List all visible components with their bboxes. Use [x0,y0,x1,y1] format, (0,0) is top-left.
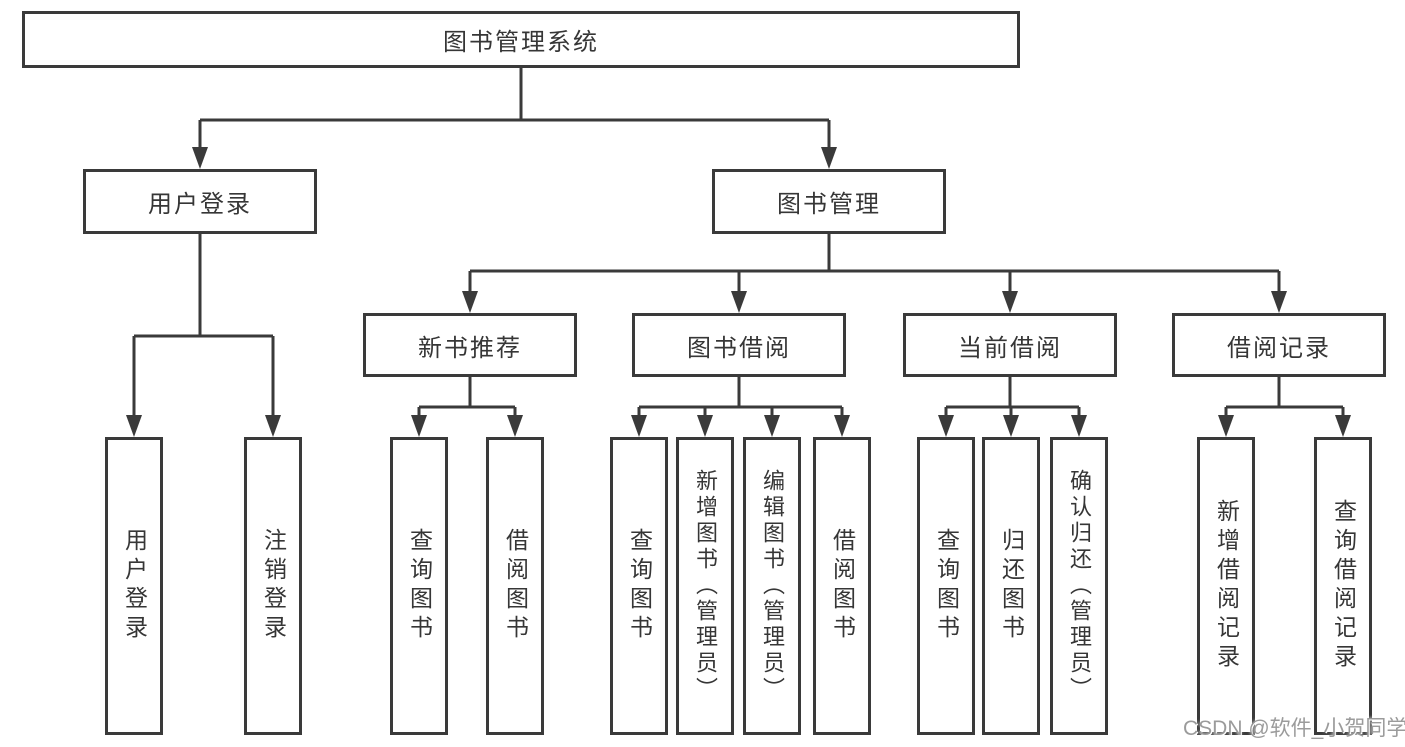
connector-book-management-children [468,234,1281,294]
node-query-books-recommend: 查询图书 [390,437,448,735]
node-label: 图书借阅 [687,334,791,362]
node-query-books-borrowing: 查询图书 [610,437,668,735]
node-label: 查询图书 [626,528,653,644]
node-label: 用户登录 [121,528,148,644]
node-query-books-current: 查询图书 [917,437,975,735]
node-label: 图书管理 [777,191,881,218]
node-label: 查询借阅记录 [1330,499,1357,673]
node-borrowing-records: 借阅记录 [1172,313,1386,377]
node-logout: 注销登录 [244,437,302,735]
connector-borrowing-children [637,377,844,418]
node-label: 注销登录 [260,528,287,644]
node-library-management-system: 图书管理系统 [22,11,1020,68]
node-query-borrow-record: 查询借阅记录 [1314,437,1372,735]
connector-records-children [1224,377,1345,418]
node-book-borrowing: 图书借阅 [632,313,846,377]
node-book-management: 图书管理 [712,169,946,234]
node-user-login-leaf: 用户登录 [105,437,163,735]
node-add-books-admin: 新增图书（管理员） [676,437,734,735]
node-label: 确认归还（管理员） [1067,469,1092,703]
node-label: 新书推荐 [418,334,522,362]
node-user-login: 用户登录 [83,169,317,234]
node-label: 借阅图书 [829,528,856,644]
connector-current-children [944,377,1081,418]
node-label: 归还图书 [998,528,1025,644]
arrowheads [126,147,1351,437]
node-label: 当前借阅 [958,334,1062,362]
connector-new-book-children [417,377,517,418]
node-borrow-books-recommend: 借阅图书 [486,437,544,735]
node-add-borrow-record: 新增借阅记录 [1197,437,1255,735]
node-label: 查询图书 [933,528,960,644]
node-label: 新增借阅记录 [1213,499,1240,673]
csdn-watermark: CSDN @软件_小贺同学 [1183,717,1405,740]
connector-user-login-children [132,234,275,418]
node-edit-books-admin: 编辑图书（管理员） [743,437,801,735]
node-return-books: 归还图书 [982,437,1040,735]
connector-root-to-level2 [198,68,831,150]
node-label: 用户登录 [148,191,252,218]
node-label: 借阅记录 [1227,334,1331,362]
node-current-borrowing: 当前借阅 [903,313,1117,377]
node-label: 图书管理系统 [443,29,599,56]
node-confirm-return-admin: 确认归还（管理员） [1050,437,1108,735]
node-label: 新增图书（管理员） [693,469,718,703]
node-new-book-recommendation: 新书推荐 [363,313,577,377]
node-label: 查询图书 [406,528,433,644]
node-label: 借阅图书 [502,528,529,644]
node-borrow-books-leaf: 借阅图书 [813,437,871,735]
node-label: 编辑图书（管理员） [760,469,785,703]
